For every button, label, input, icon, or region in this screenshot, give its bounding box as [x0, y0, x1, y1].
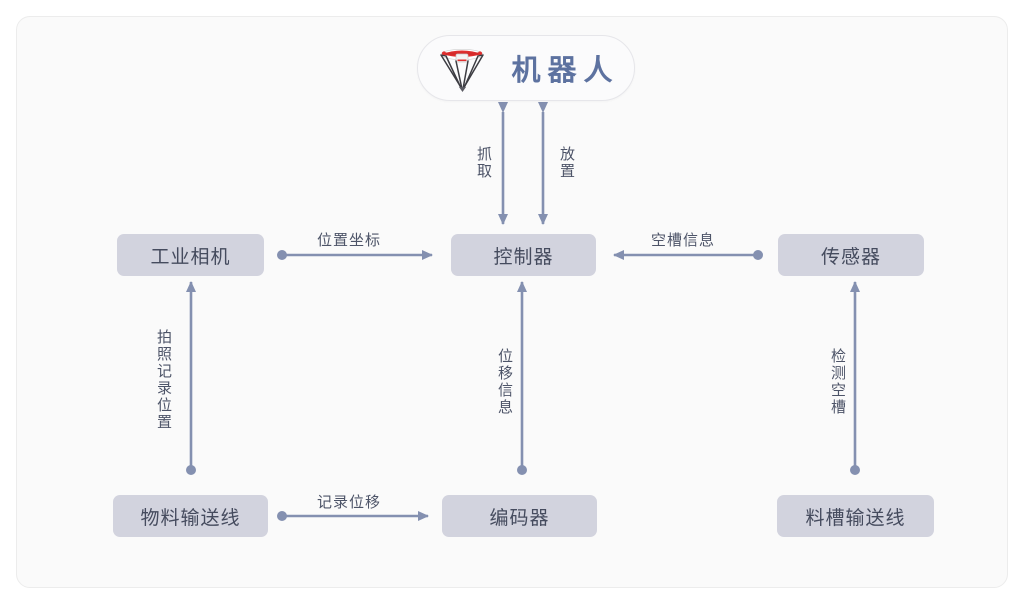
robot-label: 机器人 — [511, 55, 620, 87]
edge-label-position-coord: 位置坐标 — [317, 232, 382, 249]
node-encoder-label: 编码器 — [489, 507, 550, 529]
delta-robot-icon — [440, 48, 485, 92]
edge-label-photo-record: 拍照记录位置 — [155, 329, 172, 431]
node-industrial-camera[interactable]: 工业相机 — [117, 234, 264, 276]
node-material-conveyor-label: 物料输送线 — [140, 507, 241, 529]
robot-node[interactable]: 机器人 — [417, 35, 635, 101]
edge-label-record-disp: 记录位移 — [317, 494, 382, 511]
node-sensor[interactable]: 传感器 — [778, 234, 924, 276]
node-sensor-label: 传感器 — [820, 246, 881, 268]
diagram-card — [16, 16, 1008, 588]
node-controller[interactable]: 控制器 — [451, 234, 596, 276]
node-controller-label: 控制器 — [493, 246, 554, 268]
edge-label-displacement: 位移信息 — [496, 348, 513, 416]
edge-label-empty-slot-info: 空槽信息 — [651, 232, 716, 249]
edge-label-detect-slot: 检测空槽 — [829, 348, 846, 416]
node-industrial-camera-label: 工业相机 — [150, 246, 231, 268]
edge-label-place: 放置 — [558, 146, 575, 180]
node-material-conveyor[interactable]: 物料输送线 — [113, 495, 268, 537]
edge-label-pick: 抓取 — [475, 146, 492, 180]
node-encoder[interactable]: 编码器 — [442, 495, 597, 537]
node-chute-conveyor[interactable]: 料槽输送线 — [777, 495, 934, 537]
node-chute-conveyor-label: 料槽输送线 — [805, 507, 906, 529]
